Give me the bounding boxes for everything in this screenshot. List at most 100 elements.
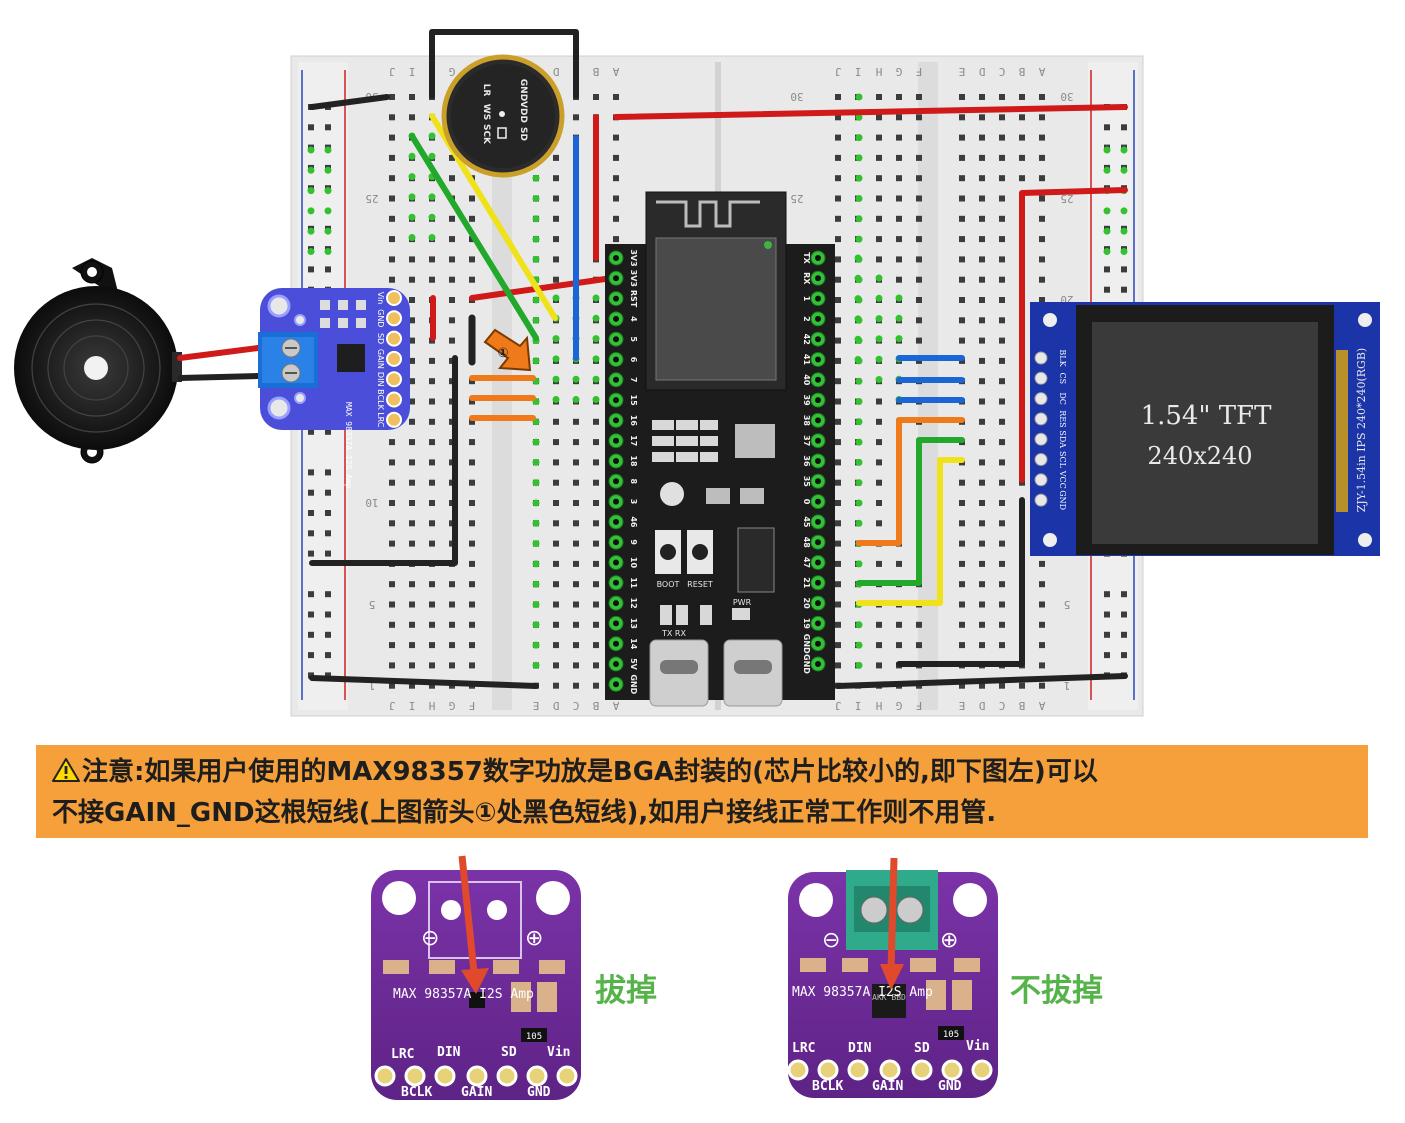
esp32-left-pin-label: 15 [629, 395, 638, 407]
amp-pin-label: BCLK [376, 389, 385, 410]
logo-icon [660, 482, 684, 506]
bb-col-label: J [835, 699, 842, 712]
bb-row-number: 30 [1060, 90, 1073, 103]
esp32-left-pin-label: 7 [629, 377, 638, 383]
bb-col-label: D [979, 65, 986, 78]
esp32-left-pin-label: 17 [629, 435, 638, 446]
tft-resolution: 240x240 [1147, 442, 1252, 470]
bb-col-label: E [533, 699, 540, 712]
left-pin-lrc: LRC [391, 1047, 414, 1062]
esp32-left-pin-label: 8 [629, 479, 638, 485]
esp32-left-pin-label: 46 [629, 516, 638, 528]
arrow-number: ① [497, 346, 508, 361]
right-chip-label: MAX 98357A I2S Amp [792, 985, 933, 1000]
tft-title: 1.54" TFT [1141, 401, 1272, 431]
svg-text:⊖: ⊖ [822, 928, 840, 953]
bb-row-number: 5 [369, 598, 376, 611]
bb-col-label: C [573, 699, 580, 712]
amp-label: MAX 98357A I2S Amp [344, 402, 353, 489]
esp32-right-pin-label: 42 [802, 334, 811, 345]
bb-col-label: D [979, 699, 986, 712]
bb-col-label: F [916, 65, 923, 78]
amp-pin-label: Vin [376, 292, 385, 305]
esp32-left-pin-label: 4 [629, 316, 638, 322]
bb-col-label: D [553, 65, 560, 78]
esp32-right-pin-label: 48 [802, 537, 811, 549]
right-code: 105 [943, 1030, 959, 1040]
bb-col-label: J [389, 65, 396, 78]
mic-pin-lr: LR [481, 84, 491, 97]
esp32-left-pin-label: 13 [629, 618, 638, 629]
bb-col-label: A [1038, 699, 1045, 712]
bb-col-label: G [449, 65, 456, 78]
esp32-right-pin-label: 41 [802, 354, 811, 366]
esp32-left-pin-label: 18 [629, 455, 638, 467]
tft-pin-label: CS [1058, 372, 1067, 384]
tft-pin-label: VCC [1058, 470, 1067, 489]
left-pin-sd: SD [501, 1045, 517, 1060]
esp32-left-pin-label: 3V3 [629, 249, 638, 266]
esp32-left-pin-label: 5V [629, 658, 638, 671]
esp32-left-pin-label: 3V3 [629, 270, 638, 287]
bb-col-label: I [855, 699, 862, 712]
tft-pin-label: BLK [1058, 349, 1067, 367]
bb-col-label: H [876, 65, 883, 78]
bb-row-number: 25 [365, 192, 378, 205]
right-pin-lrc: LRC [792, 1041, 815, 1056]
bb-col-label: B [1018, 699, 1025, 712]
notice-text-1: 注意:如果用户使用的MAX98357数字功放是BGA封装的(芯片比较小的,即下图… [82, 757, 1098, 787]
bb-row-number: 5 [1064, 598, 1071, 611]
left-pin-vin: Vin [547, 1045, 570, 1060]
bb-col-label: B [592, 65, 599, 78]
esp32-right-pin-label: 20 [802, 598, 811, 610]
esp32-right-pin-label: 21 [802, 577, 811, 589]
bb-col-label: F [916, 699, 923, 712]
amp-pin-label: SD [376, 333, 385, 344]
right-pin-sd: SD [914, 1041, 930, 1056]
right-caption: 不拔掉 [1010, 973, 1103, 1009]
svg-text:⊕: ⊕ [940, 928, 958, 953]
esp32-right-pin-label: RX [802, 272, 811, 285]
left-caption: 拔掉 [595, 973, 657, 1009]
esp32-left-pin-label: 3 [629, 499, 638, 505]
bb-col-label: A [612, 65, 619, 78]
i2s-amplifier: MAX 98357A I2S Amp VinGNDSDGAINDINBCLKLR… [258, 288, 410, 489]
bb-row-number: 10 [365, 496, 378, 509]
mic-pin-gnd: GND [518, 79, 528, 101]
esp32-left-pin-label: 6 [629, 357, 638, 363]
bb-col-label: I [409, 65, 416, 78]
bb-col-label: A [612, 699, 619, 712]
mic-pin-vdd: VDD [518, 101, 528, 123]
bb-col-label: A [1038, 65, 1045, 78]
notice-line-2: 不接GAIN_GND这根短线(上图箭头①处黑色短线),如用户接线正常工作则不用管… [52, 798, 997, 828]
esp32-right-pin-label: 2 [802, 316, 811, 322]
esp32-left-pin-label: 12 [629, 598, 638, 609]
warning-icon [52, 756, 80, 794]
photo-right: ⊖ ⊕ AKK BBD 105 MAX 98357A I2S Amp LRC D… [787, 857, 998, 1098]
mic-pin-ws: WS [481, 104, 491, 120]
tft-pin-label: DC [1058, 392, 1067, 405]
amp-pin-label: GAIN [376, 349, 385, 369]
esp32-right-pin-label: 39 [802, 395, 811, 407]
esp32-left-pin-label: 10 [629, 557, 638, 569]
bb-col-label: B [592, 699, 599, 712]
boot-label: BOOT [657, 580, 680, 589]
svg-text:⊖: ⊖ [421, 926, 439, 951]
esp32-left-pin-label: 14 [629, 638, 638, 650]
bb-row-number: 25 [790, 192, 803, 205]
esp32-right-pin-label: 0 [802, 499, 811, 505]
right-pin-din: DIN [848, 1041, 872, 1056]
esp32-left-pin-label: RST [629, 290, 638, 308]
left-code: 105 [526, 1032, 542, 1042]
mic-pin-sck: SCK [481, 124, 491, 145]
esp32-board: 3V33V3RST4567151617188346910111213145VGN… [605, 191, 835, 707]
tft-display: 1.54" TFT 240x240 ZJY-1.54in IPS 240*240… [1030, 302, 1380, 556]
esp32-right-pin-label: 35 [802, 476, 811, 488]
esp32-right-pin-label: 1 [802, 296, 811, 302]
right-chip-marking: AKK BBD [872, 993, 906, 1002]
esp32-left-pin-label: 9 [629, 539, 638, 545]
txrx-label: TX RX [661, 629, 686, 638]
left-pin-din: DIN [437, 1045, 461, 1060]
wires [177, 29, 1128, 689]
